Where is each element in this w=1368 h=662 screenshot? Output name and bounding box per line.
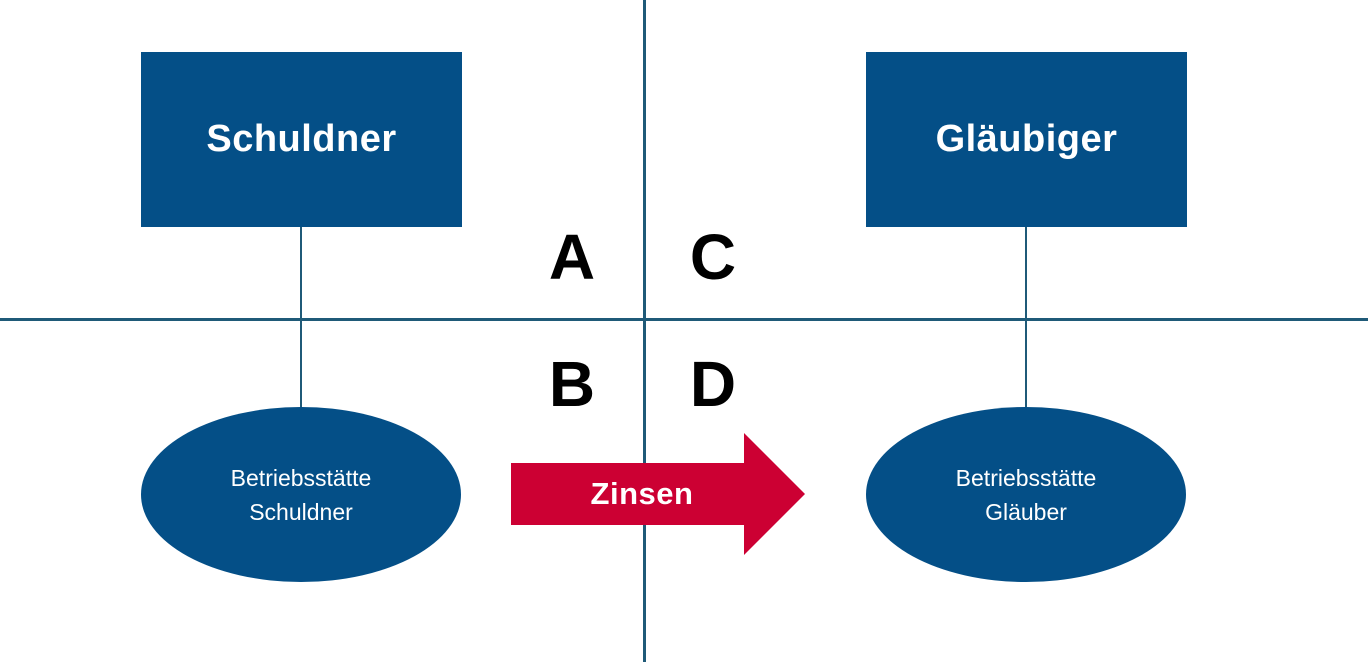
creditor-establishment-ellipse: Betriebsstätte Gläuber [866,407,1186,582]
interest-flow-arrow: Zinsen [511,433,805,555]
debtor-connector-line [300,226,302,410]
interest-flow-label: Zinsen [590,476,694,511]
debtor-box: Schuldner [141,52,462,227]
creditor-establishment-line-2: Gläuber [985,498,1067,525]
horizontal-divider [0,318,1368,321]
quadrant-label-a: A [548,221,596,293]
creditor-box: Gläubiger [866,52,1187,227]
creditor-label: Gläubiger [935,118,1118,160]
debtor-establishment-line-2: Schuldner [249,498,353,525]
quadrant-label-d: D [689,348,737,420]
debtor-establishment-ellipse: Betriebsstätte Schuldner [141,407,461,582]
vertical-divider [643,0,646,662]
quadrant-label-b: B [548,348,596,420]
debtor-establishment-line-1: Betriebsstätte [230,464,372,491]
debtor-label: Schuldner [206,118,397,160]
quadrant-label-c: C [689,221,737,293]
creditor-establishment-line-1: Betriebsstätte [955,464,1097,491]
arrow-right-icon [511,433,805,555]
creditor-connector-line [1025,226,1027,410]
